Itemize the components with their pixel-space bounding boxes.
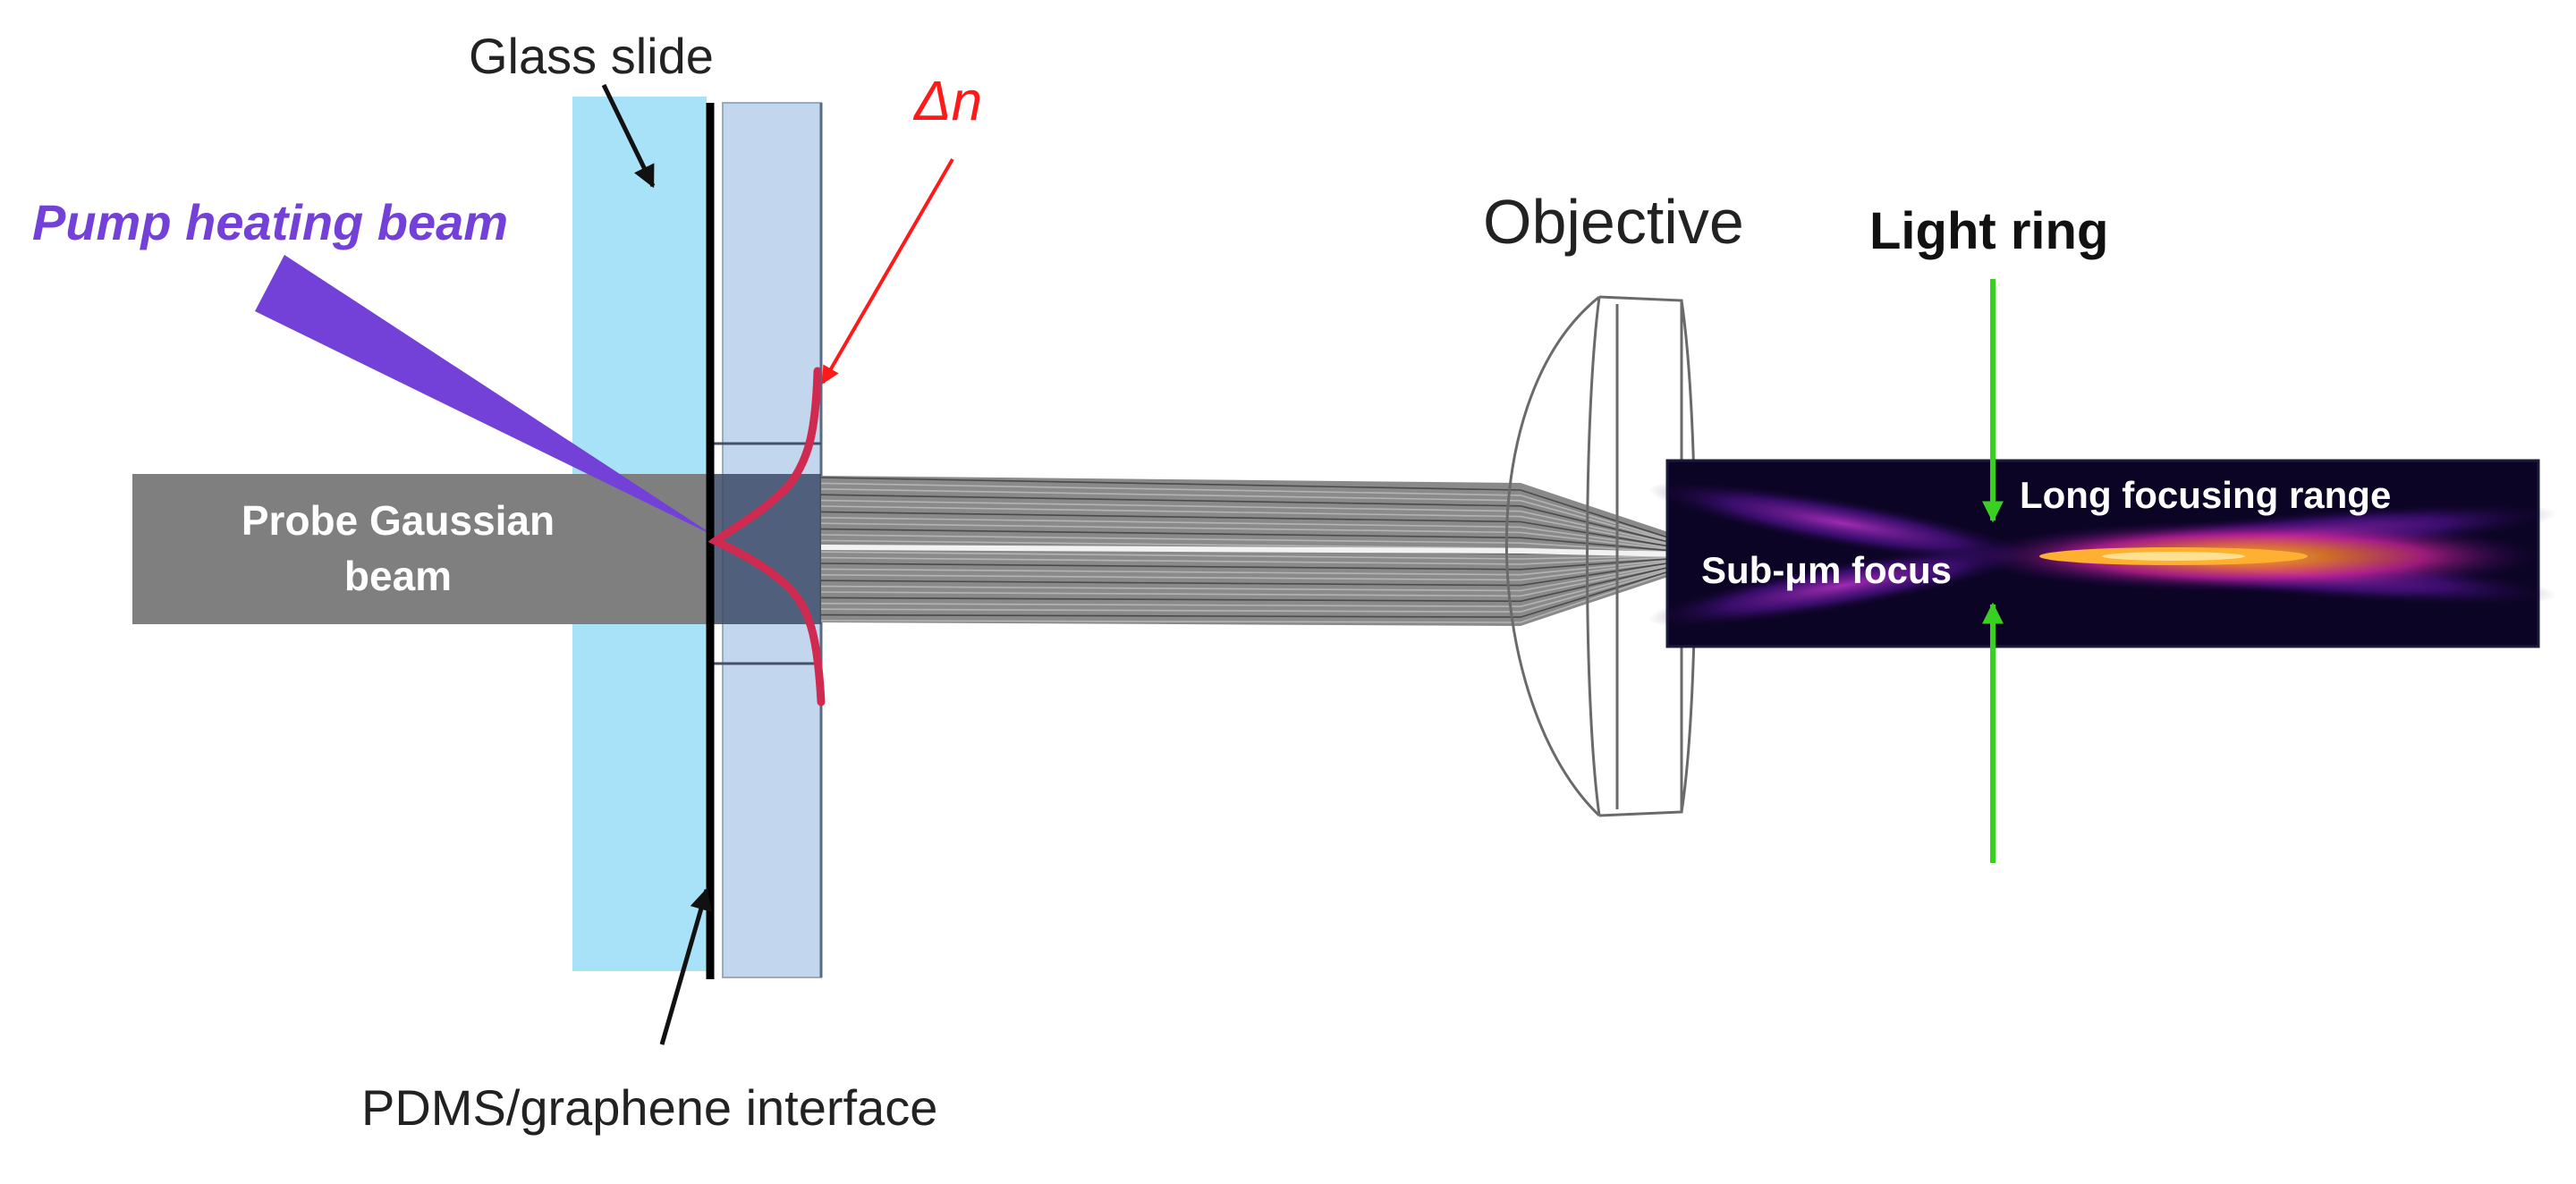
probe-ray bbox=[820, 562, 1682, 597]
probe-ray bbox=[820, 522, 1682, 552]
probe-ray bbox=[820, 488, 1682, 545]
probe-ray bbox=[820, 528, 1682, 553]
probe-ray bbox=[820, 482, 1682, 544]
objective-label: Objective bbox=[1483, 187, 1744, 257]
probe-beam-label-line1: Probe Gaussian bbox=[242, 497, 555, 544]
probe-ray bbox=[820, 568, 1682, 623]
delta-n-pointer bbox=[821, 157, 954, 385]
glass-slide-pointer bbox=[601, 83, 656, 189]
delta-n-label: Δn bbox=[912, 71, 982, 132]
probe-beam-label-line2: beam bbox=[344, 553, 452, 599]
focus-intensity-panel bbox=[1648, 459, 2557, 648]
interface-pointer bbox=[659, 887, 712, 1045]
probe-ray bbox=[820, 559, 1682, 581]
probe-ray bbox=[820, 562, 1682, 592]
probe-ray bbox=[820, 494, 1682, 546]
probe-ray bbox=[820, 511, 1682, 549]
light-ring-label: Light ring bbox=[1869, 202, 2108, 260]
pdms-graphene-interface-label: PDMS/graphene interface bbox=[361, 1079, 937, 1136]
pump-heating-beam-label: Pump heating beam bbox=[32, 194, 508, 250]
probe-ray bbox=[820, 563, 1682, 603]
probe-ray bbox=[820, 517, 1682, 551]
long-focusing-range-label: Long focusing range bbox=[2020, 474, 2391, 516]
probe-ray bbox=[820, 505, 1682, 548]
pump-heating-beam bbox=[255, 255, 716, 537]
probe-ray bbox=[820, 534, 1682, 554]
probe-gaussian-beam bbox=[132, 474, 714, 624]
probe-ray bbox=[820, 556, 1682, 565]
probe-ray bbox=[820, 558, 1682, 576]
probe-ray bbox=[820, 499, 1682, 547]
probe-ray bbox=[820, 560, 1682, 587]
delta-n-profile-curve bbox=[708, 367, 826, 706]
probe-ray bbox=[820, 567, 1682, 618]
glass-slide-label: Glass slide bbox=[469, 28, 714, 84]
probe-ray-core bbox=[820, 545, 1682, 557]
probe-ray-bundle bbox=[820, 476, 1682, 626]
probe-ray bbox=[820, 564, 1682, 608]
probe-ray bbox=[820, 565, 1682, 613]
probe-ray bbox=[820, 477, 1682, 543]
probe-ray bbox=[820, 557, 1682, 571]
probe-ray bbox=[820, 551, 1682, 560]
sub-um-focus-label: Sub-μm focus bbox=[1701, 549, 1952, 591]
